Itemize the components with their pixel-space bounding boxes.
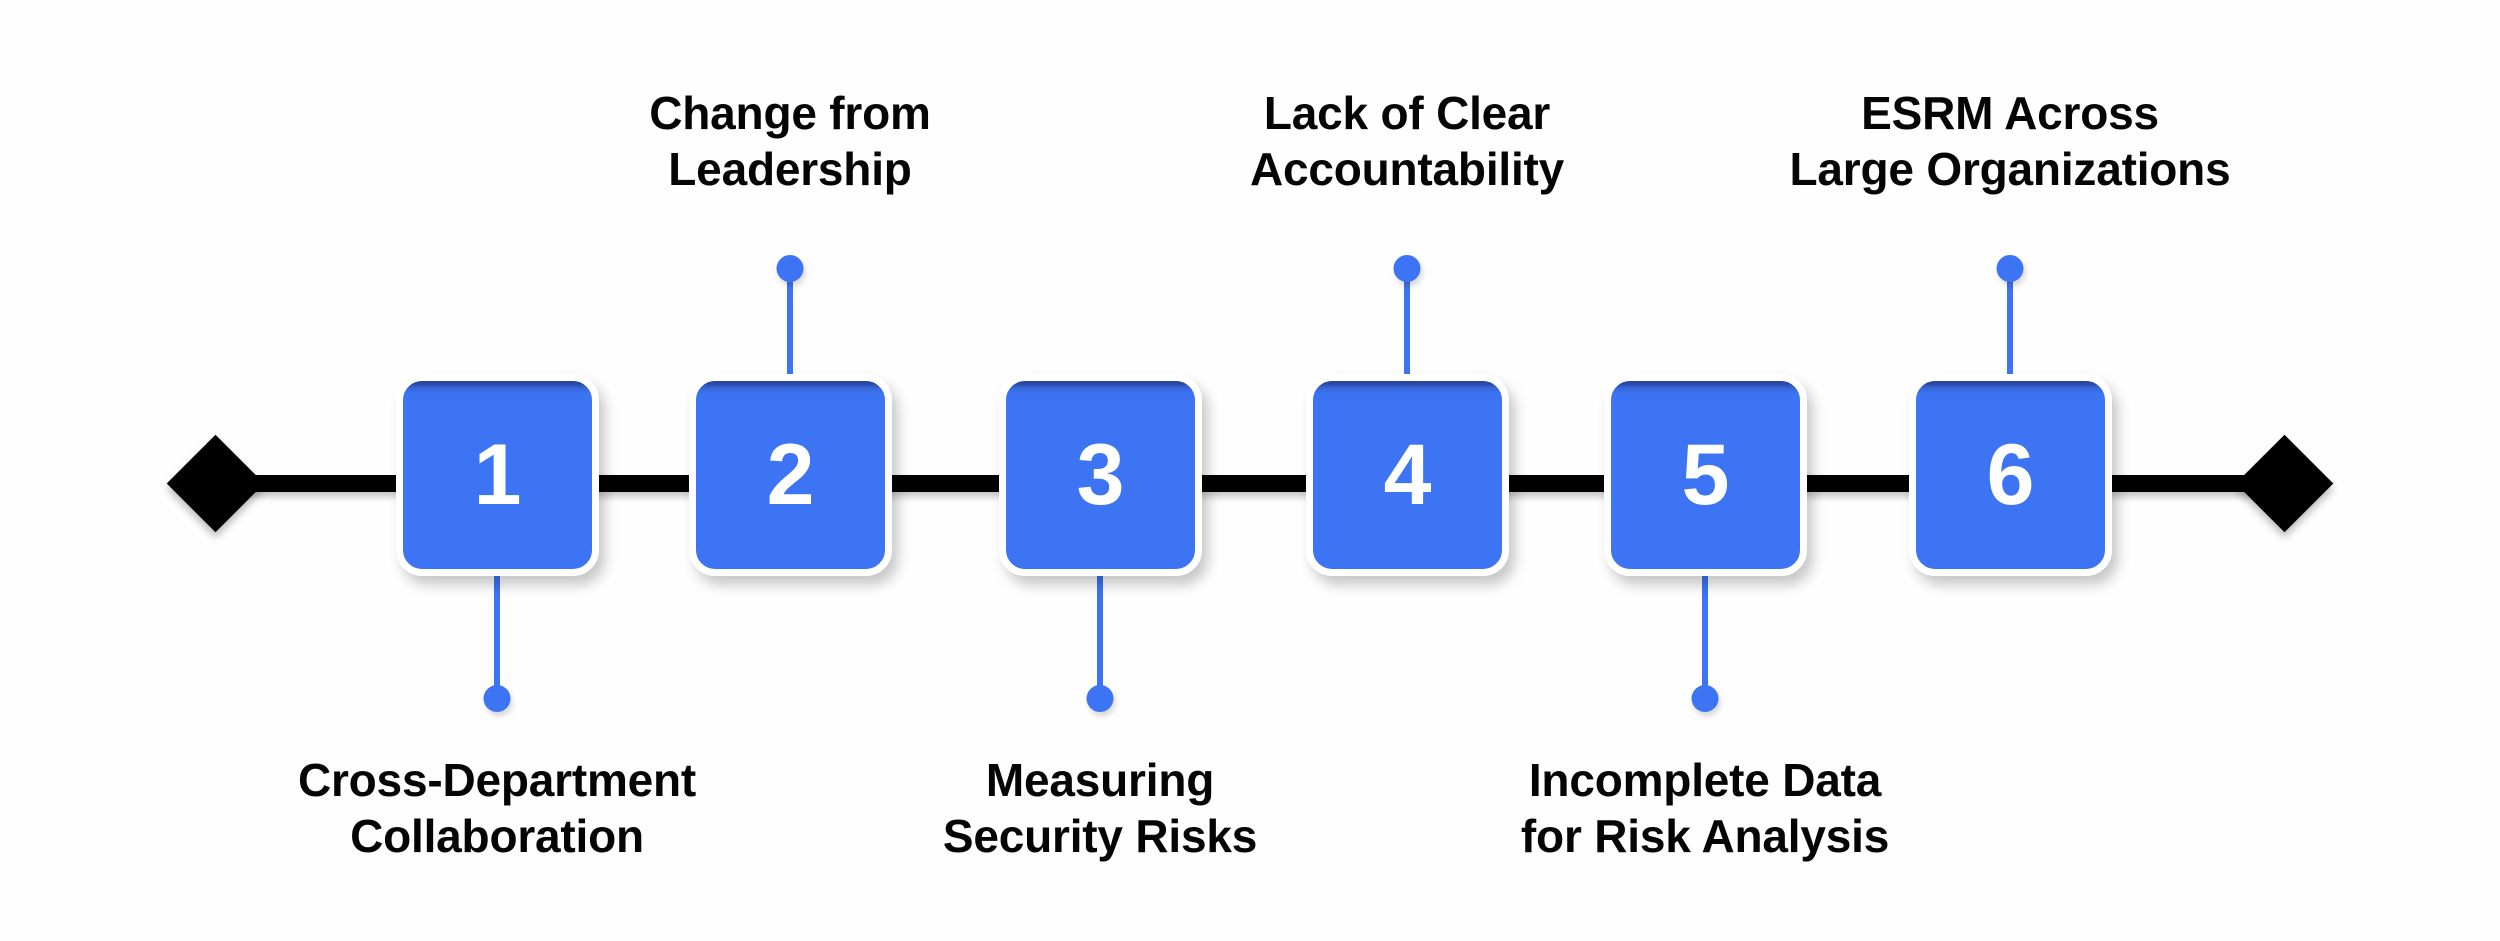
step-box-6[interactable]: 6 bbox=[1909, 374, 2112, 576]
step-pin-connector-3 bbox=[1086, 570, 1114, 712]
timeline-step-6[interactable]: 6 bbox=[1909, 374, 2112, 576]
step-number-3: 3 bbox=[1076, 427, 1125, 523]
step-pin-connector-2 bbox=[776, 255, 804, 380]
step-label-4: Lack of Clear Accountability bbox=[1249, 87, 1565, 196]
timeline-step-2[interactable]: 2 bbox=[689, 374, 892, 576]
timeline-step-4[interactable]: 4 bbox=[1306, 374, 1509, 576]
pin-dot-5 bbox=[1691, 685, 1719, 712]
pin-stem-5 bbox=[1702, 570, 1708, 690]
timeline-right-diamond-icon bbox=[2235, 434, 2334, 533]
step-box-3[interactable]: 3 bbox=[999, 374, 1202, 576]
step-label-2: Change from Leadership bbox=[649, 87, 931, 196]
pin-dot-2 bbox=[776, 255, 804, 282]
pin-stem-2 bbox=[787, 277, 793, 380]
step-box-4[interactable]: 4 bbox=[1306, 374, 1509, 576]
pin-stem-3 bbox=[1097, 570, 1103, 690]
pin-dot-1 bbox=[483, 685, 511, 712]
step-number-6: 6 bbox=[1986, 427, 2035, 523]
step-box-2[interactable]: 2 bbox=[689, 374, 892, 576]
pin-stem-4 bbox=[1404, 277, 1410, 380]
step-pin-connector-1 bbox=[483, 570, 511, 712]
timeline-step-5[interactable]: 5 bbox=[1604, 374, 1807, 576]
step-box-5[interactable]: 5 bbox=[1604, 374, 1807, 576]
step-label-3: Measuring Security Risks bbox=[942, 754, 1258, 863]
step-label-6: ESRM Across Large Organizations bbox=[1789, 87, 2231, 196]
step-pin-connector-4 bbox=[1393, 255, 1421, 380]
step-number-2: 2 bbox=[766, 427, 815, 523]
pin-stem-1 bbox=[494, 570, 500, 690]
timeline-step-3[interactable]: 3 bbox=[999, 374, 1202, 576]
step-number-1: 1 bbox=[473, 427, 522, 523]
step-box-1[interactable]: 1 bbox=[396, 374, 599, 576]
step-pin-connector-6 bbox=[1996, 255, 2024, 380]
step-number-4: 4 bbox=[1383, 427, 1432, 523]
pin-dot-3 bbox=[1086, 685, 1114, 712]
pin-dot-6 bbox=[1996, 255, 2024, 282]
timeline-step-1[interactable]: 1 bbox=[396, 374, 599, 576]
pin-stem-6 bbox=[2007, 277, 2013, 380]
pin-dot-4 bbox=[1393, 255, 1421, 282]
step-label-1: Cross-Department Collaboration bbox=[297, 754, 697, 863]
step-pin-connector-5 bbox=[1691, 570, 1719, 712]
step-number-5: 5 bbox=[1681, 427, 1730, 523]
step-label-5: Incomplete Data for Risk Analysis bbox=[1520, 754, 1890, 863]
timeline-left-diamond-icon bbox=[166, 434, 265, 533]
